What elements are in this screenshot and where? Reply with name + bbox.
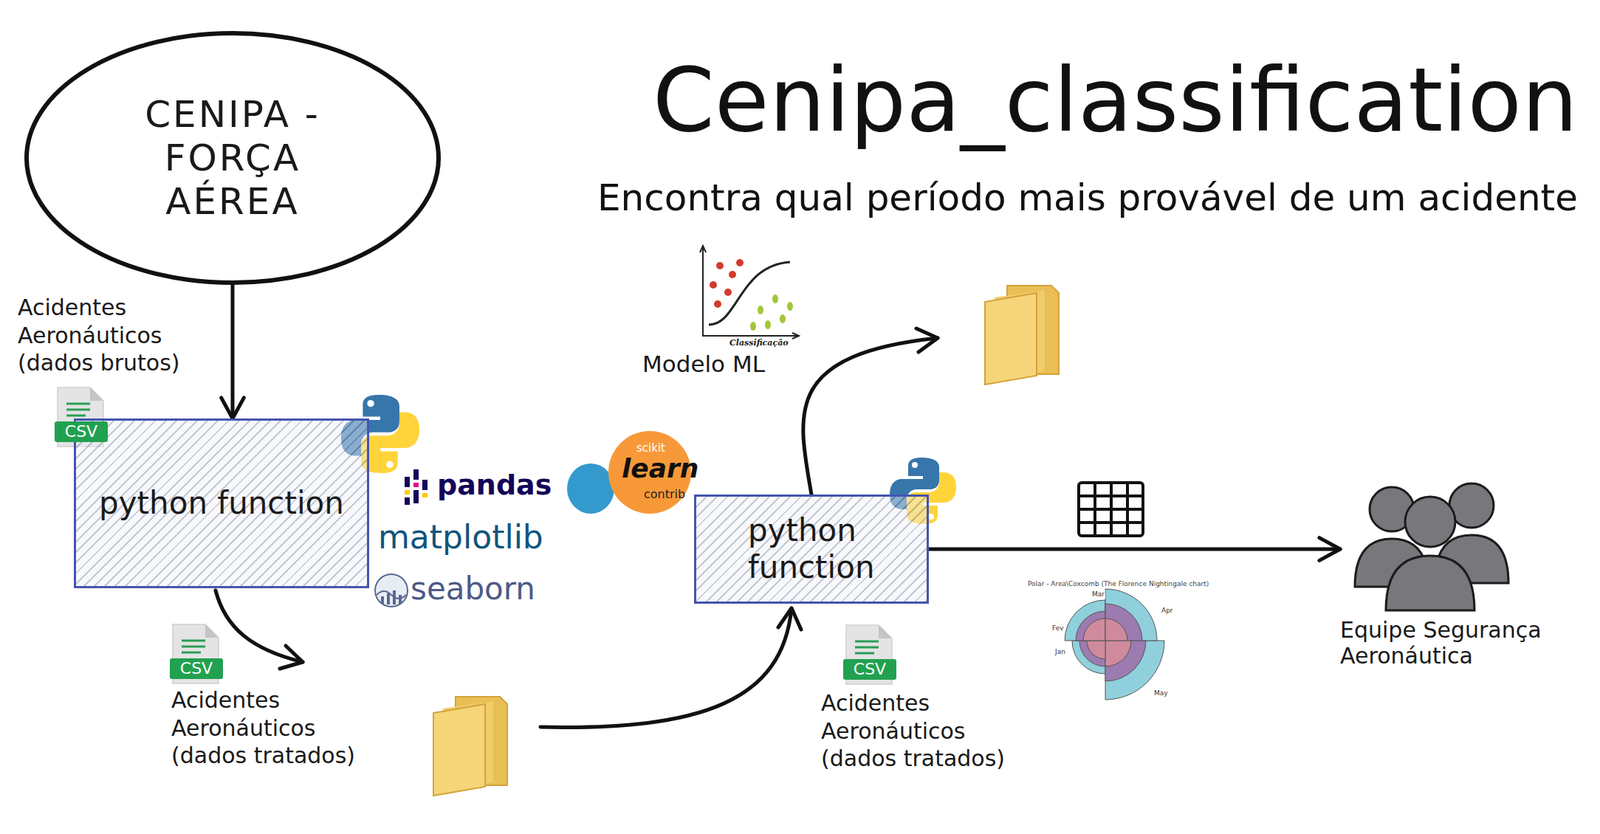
connector-arrow xyxy=(928,538,1341,562)
data-label: Acidentes Aeronáuticos (dados tratados) xyxy=(171,686,393,771)
connector-line xyxy=(231,285,235,419)
people-icon xyxy=(1340,476,1521,613)
folder-icon xyxy=(433,697,508,796)
flow-arrow xyxy=(215,590,303,669)
data-label: Acidentes Aeronáuticos (dados tratados) xyxy=(821,689,1043,774)
chart-title: Polar - Area\Coxcomb (The Florence Night… xyxy=(1027,580,1209,589)
seaborn-logo xyxy=(375,574,408,607)
axis-label: Apr xyxy=(1160,606,1174,616)
team-node: Equipe Segurança Aeronáutica xyxy=(1340,476,1562,670)
library-logo-text: matplotlib xyxy=(378,516,544,558)
diagram-title: Cenipa_classification xyxy=(652,51,1578,150)
axis-label: May xyxy=(1153,689,1169,698)
table-icon xyxy=(1078,482,1143,537)
process-box: python function xyxy=(73,418,370,589)
person-silhouette xyxy=(1385,555,1475,611)
library-logo-text: pandas xyxy=(437,468,552,504)
file-type-badge: CSV xyxy=(54,421,108,443)
arrow-head xyxy=(221,397,245,419)
axis-label: Jan xyxy=(1054,648,1067,657)
node-label: python function xyxy=(747,512,896,586)
data-label: Acidentes Aeronáuticos (dados brutos) xyxy=(17,293,212,378)
connector-arrow xyxy=(221,285,245,419)
node-label: python function xyxy=(98,485,345,523)
axis-label: Fev xyxy=(1051,624,1065,633)
connector-line xyxy=(928,547,1341,552)
library-logo-text: contrib xyxy=(643,487,686,503)
folder-icon xyxy=(984,285,1059,385)
library-logo-text: learn xyxy=(621,451,699,486)
process-box: python function xyxy=(694,494,929,604)
ellipse-outline-path xyxy=(26,33,439,283)
arrow-head xyxy=(1319,538,1341,562)
flow-arrow xyxy=(540,608,802,728)
diagram-subtitle: Encontra qual período mais provável de u… xyxy=(597,175,1578,221)
organization-ellipse: CENIPA - FORÇA AÉREA xyxy=(23,30,442,286)
person-silhouette xyxy=(1405,496,1456,548)
chart-caption: Classificação xyxy=(729,338,789,349)
file-type-badge: CSV xyxy=(169,658,223,680)
node-label: CENIPA - FORÇA AÉREA xyxy=(121,93,344,224)
classification-chart-icon xyxy=(699,245,799,339)
file-type-badge: CSV xyxy=(843,659,897,681)
axis-label: Mar xyxy=(1091,590,1106,599)
model-label: Modelo ML xyxy=(642,349,765,379)
pandas-logo xyxy=(404,469,428,506)
library-logo-text: scikit xyxy=(636,441,666,456)
library-logo-text: seaborn xyxy=(410,570,536,610)
polar-chart xyxy=(1064,589,1165,700)
flow-arrow xyxy=(803,328,938,495)
node-label: Equipe Segurança Aeronáutica xyxy=(1340,617,1562,670)
